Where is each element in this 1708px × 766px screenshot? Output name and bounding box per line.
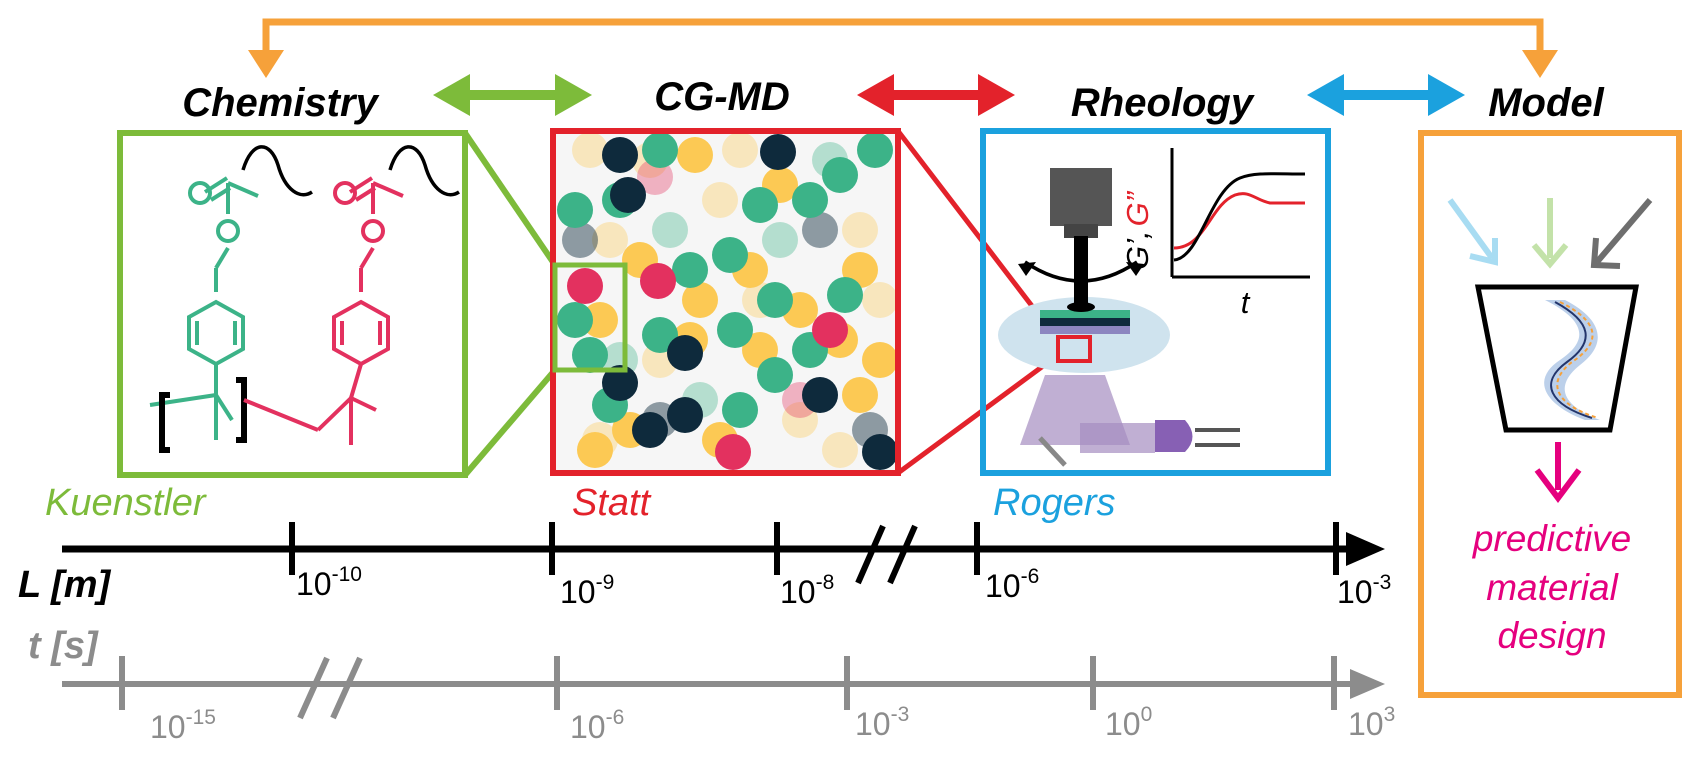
mirror xyxy=(1038,436,1067,467)
cgmd-panel xyxy=(550,128,901,476)
output-line-1: predictive xyxy=(1472,518,1631,559)
g-double-prime-label: G” xyxy=(1120,190,1155,226)
rheology-model-arrow xyxy=(1307,74,1465,116)
g-prime-curve xyxy=(1173,172,1306,262)
model-input-arrows xyxy=(1447,198,1653,269)
rheology-title: Rheology xyxy=(1071,81,1255,125)
plot-t-label: t xyxy=(1241,285,1251,320)
carbonyl-oxygen-teal xyxy=(188,181,212,205)
polymer-bracket xyxy=(159,377,247,453)
length-tick-label: 10-8 xyxy=(780,571,834,610)
length-axis xyxy=(62,522,1385,585)
output-line-2: material xyxy=(1486,567,1619,608)
time-axis-label: t [s] xyxy=(28,625,99,667)
g-double-prime-curve xyxy=(1173,192,1305,250)
cgmd-title: CG-MD xyxy=(654,75,790,119)
author-rogers: Rogers xyxy=(993,482,1116,524)
length-axis-label: L [m] xyxy=(18,564,112,606)
chain-squiggle xyxy=(241,145,313,197)
time-tick-label: 10-6 xyxy=(570,706,624,745)
rheology-panel: G’, G” t xyxy=(980,128,1331,476)
ester-oxygen-teal xyxy=(216,219,240,243)
bead-cloud xyxy=(557,132,898,470)
teal-monomer-structure xyxy=(149,176,259,440)
time-tick-label: 10-15 xyxy=(150,706,216,745)
prediction-mean xyxy=(1550,301,1593,419)
time-axis-arrowhead xyxy=(1350,669,1385,699)
length-tick-label: 10-10 xyxy=(296,563,362,602)
chemistry-zoom-box xyxy=(552,262,628,373)
ester-oxygen-pink xyxy=(361,219,385,243)
model-panel: predictive material design xyxy=(1418,130,1682,698)
sample-zoom-box xyxy=(1056,335,1092,363)
modulus-plot: G’, G” t xyxy=(1120,148,1310,320)
chemistry-zoom-lines xyxy=(462,131,558,477)
length-tick-label: 10-9 xyxy=(560,571,614,610)
time-tick-label: 103 xyxy=(1348,703,1395,742)
length-tick-labels: 10-10 10-9 10-8 10-6 10-3 xyxy=(296,563,1391,610)
carbonyl-oxygen-pink xyxy=(333,181,357,205)
time-axis xyxy=(62,656,1385,720)
rheometer-shaft xyxy=(1074,236,1088,308)
cgmd-rheology-arrow xyxy=(857,74,1015,116)
length-tick-label: 10-6 xyxy=(985,565,1039,604)
time-tick-label: 10-3 xyxy=(855,703,909,742)
prediction-band xyxy=(1544,300,1600,420)
led-icon xyxy=(1155,420,1240,452)
output-line-3: design xyxy=(1497,615,1606,656)
chemistry-cgmd-arrow xyxy=(433,74,592,116)
author-kuenstler: Kuenstler xyxy=(45,482,207,524)
chain-squiggle xyxy=(388,145,460,197)
prediction-reference xyxy=(1556,301,1599,419)
feedback-arrow xyxy=(248,18,1558,78)
model-title: Model xyxy=(1488,81,1604,125)
model-funnel xyxy=(1474,284,1639,433)
author-statt: Statt xyxy=(572,482,652,524)
length-tick-label: 10-3 xyxy=(1337,571,1391,610)
g-prime-label: G’, xyxy=(1120,230,1155,270)
rotation-arrow xyxy=(1024,260,1138,283)
time-tick-labels: 10-15 10-6 10-3 100 103 xyxy=(150,703,1395,745)
axis-break-mark xyxy=(297,656,330,720)
axis-break-mark xyxy=(855,524,886,585)
chemistry-title: Chemistry xyxy=(182,81,379,125)
pink-monomer-structure xyxy=(243,176,404,445)
svg-text:G’,G”: G’, G” xyxy=(1120,190,1155,270)
time-tick-label: 100 xyxy=(1105,703,1152,742)
length-axis-arrowhead xyxy=(1346,532,1385,566)
rheometer-head xyxy=(1050,168,1112,226)
chemistry-panel xyxy=(117,130,468,478)
